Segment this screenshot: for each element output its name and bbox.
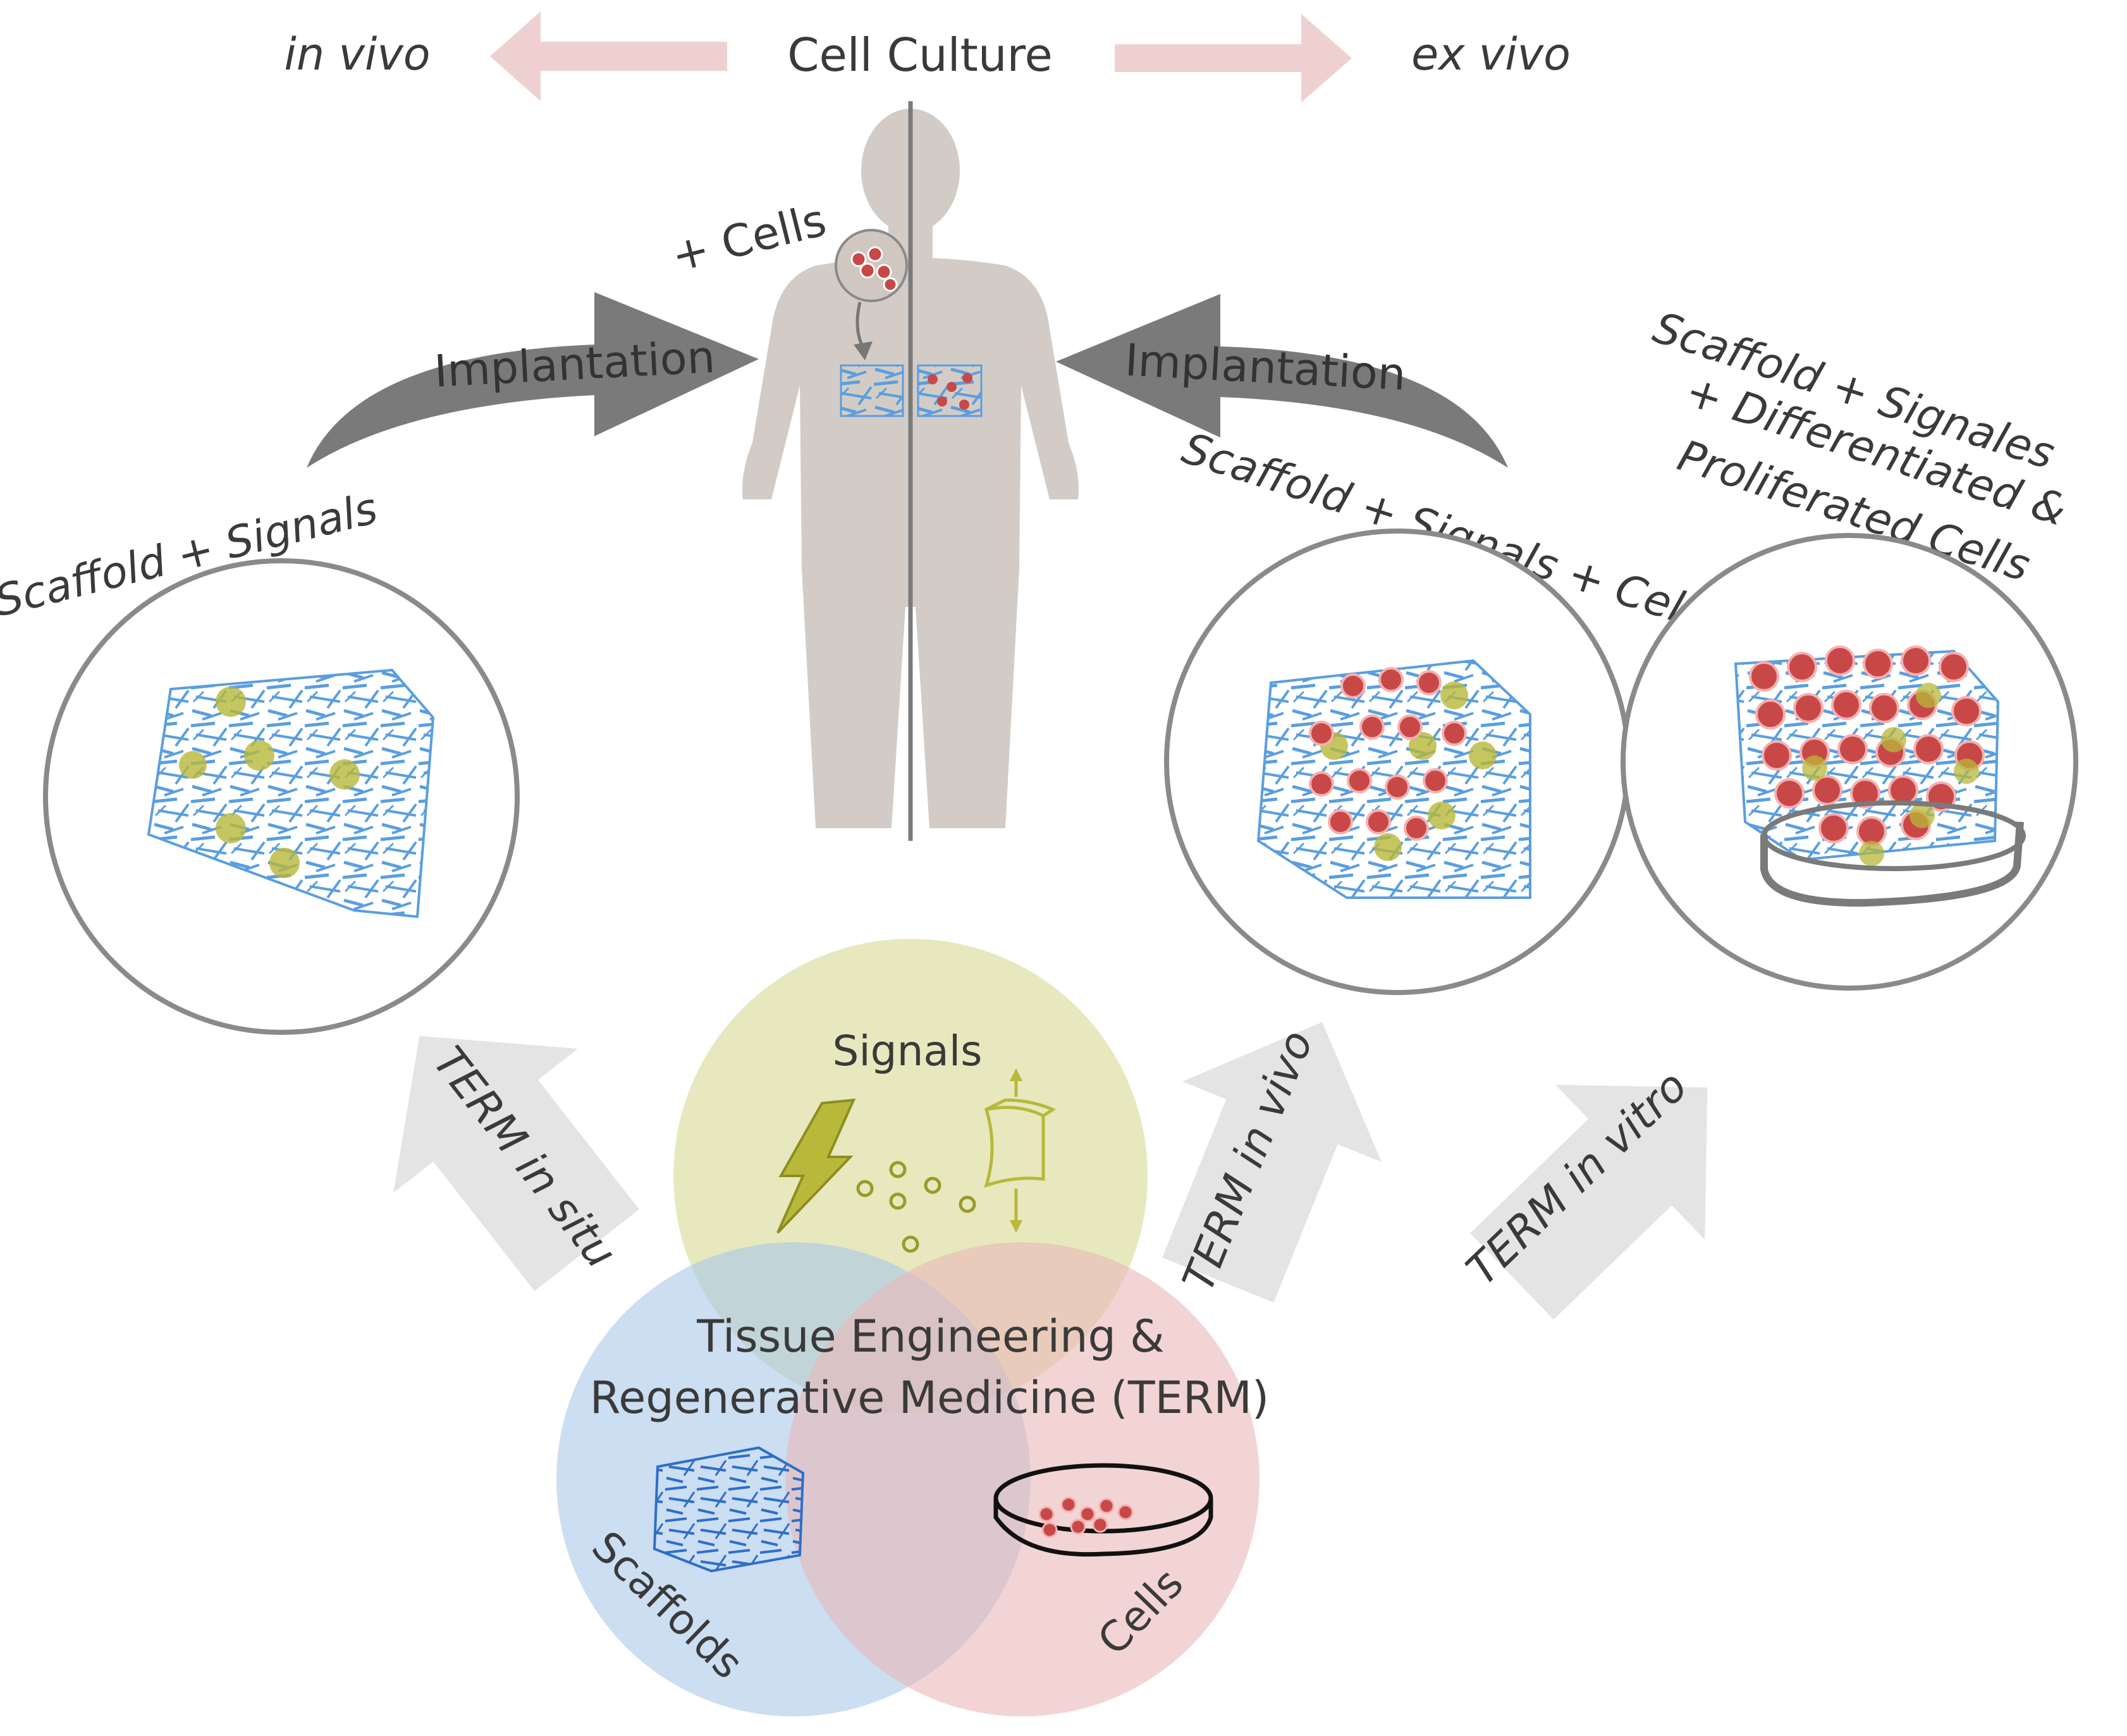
lightning-icon (776, 1098, 856, 1234)
signal-dots-left (179, 687, 360, 878)
cell-culture-label: Cell Culture (787, 28, 1053, 82)
in-vivo-label: in vivo (284, 28, 430, 80)
ex-vivo-label: ex vivo (1411, 28, 1571, 80)
term-title-line2: Regenerative Medicine (TERM) (590, 1372, 1269, 1424)
bioreactor-dish-rim (1762, 800, 2026, 871)
implantation-arrow-right (1056, 294, 1508, 468)
left-pink-arrow (490, 11, 727, 101)
inset-down-arrowhead (854, 341, 873, 360)
scaffold-cube-left (147, 668, 435, 919)
inset-cells-cluster (850, 246, 898, 292)
cells-middle (1309, 667, 1467, 841)
venn-cells-circle (785, 1242, 1260, 1716)
stress-arrowhead-down (1010, 1220, 1022, 1233)
mechanical-stress-icon (984, 1078, 1057, 1223)
term-title-line1: Tissue Engineering & (696, 1311, 1165, 1362)
venn-signals-label: Signals (832, 1027, 982, 1075)
signal-dots-right (1802, 683, 1979, 866)
signal-dots-middle (1320, 682, 1497, 861)
petri-cells (1038, 1496, 1134, 1538)
right-pink-arrow (1115, 14, 1352, 102)
plus-cells-label: + Cells (666, 194, 831, 283)
bioreactor-dish (1760, 821, 2024, 907)
growth-factor-icon (856, 1161, 976, 1253)
cells-right (1749, 645, 1985, 847)
implantation-arrow-left (307, 292, 759, 468)
term-in-vivo-arrow (1162, 1022, 1382, 1303)
scaffold-cube-venn (653, 1446, 805, 1573)
implant-scaffold-left (840, 364, 904, 417)
implant-cells (928, 373, 972, 410)
stress-arrowhead-up (1010, 1068, 1022, 1081)
term-in-situ-arrow (393, 1036, 639, 1292)
term-in-vitro-arrow (1470, 1085, 1708, 1320)
